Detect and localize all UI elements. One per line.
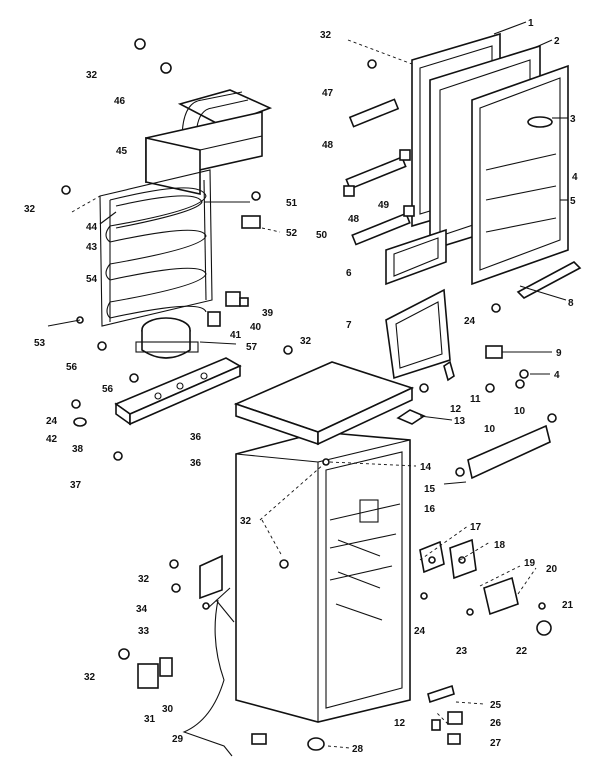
callout-6: 6 bbox=[346, 268, 352, 279]
callout-21: 21 bbox=[562, 600, 574, 611]
callout-24-door: 24 bbox=[464, 316, 476, 327]
callout-46: 46 bbox=[114, 96, 126, 107]
compressor bbox=[135, 317, 199, 359]
callout-24-left: 24 bbox=[46, 416, 58, 427]
callout-57: 57 bbox=[246, 342, 258, 353]
callout-48-second: 48 bbox=[348, 214, 360, 225]
callout-12-foot: 12 bbox=[394, 718, 406, 729]
callout-39: 39 bbox=[262, 308, 274, 319]
callout-labels: 1 2 3 4 5 8 9 4 10 10 11 12 13 14 15 16 … bbox=[24, 18, 578, 755]
power-cord bbox=[182, 599, 267, 757]
callout-41: 41 bbox=[230, 330, 242, 341]
callout-26: 26 bbox=[490, 718, 502, 729]
control-knob bbox=[536, 620, 552, 636]
callout-48: 48 bbox=[322, 140, 334, 151]
callout-34: 34 bbox=[136, 604, 148, 615]
callout-28: 28 bbox=[352, 744, 364, 755]
callout-20: 20 bbox=[546, 564, 558, 575]
callout-15: 15 bbox=[424, 484, 436, 495]
screws-left bbox=[61, 38, 377, 569]
callout-38: 38 bbox=[72, 444, 84, 455]
callout-2: 2 bbox=[554, 36, 560, 47]
screws-right bbox=[420, 303, 546, 616]
door-rail bbox=[516, 261, 582, 299]
callout-32-top-left: 32 bbox=[86, 70, 98, 81]
fresh-food-door bbox=[471, 64, 569, 286]
panel-6 bbox=[385, 228, 447, 286]
callout-32-cabinet: 32 bbox=[240, 516, 252, 527]
control-box bbox=[483, 576, 519, 616]
callout-16: 16 bbox=[424, 504, 436, 515]
callout-44: 44 bbox=[86, 222, 98, 233]
callout-10: 10 bbox=[514, 406, 526, 417]
callout-33: 33 bbox=[138, 626, 150, 637]
callout-45: 45 bbox=[116, 146, 128, 157]
callout-40: 40 bbox=[250, 322, 262, 333]
callout-19: 19 bbox=[524, 558, 536, 569]
callout-36-second: 36 bbox=[190, 458, 202, 469]
callout-47: 47 bbox=[322, 88, 334, 99]
callout-24: 24 bbox=[414, 626, 426, 637]
callout-49: 49 bbox=[378, 200, 390, 211]
callout-12: 12 bbox=[450, 404, 462, 415]
leveling-feet bbox=[307, 684, 463, 751]
top-cover bbox=[233, 361, 415, 446]
callout-53: 53 bbox=[34, 338, 46, 349]
callout-9: 9 bbox=[556, 348, 562, 359]
callout-32-doors: 32 bbox=[320, 30, 332, 41]
callout-50: 50 bbox=[316, 230, 328, 241]
callout-32: 32 bbox=[84, 672, 96, 683]
callout-1: 1 bbox=[528, 18, 534, 29]
panel-7 bbox=[385, 288, 451, 380]
callout-11: 11 bbox=[470, 394, 481, 405]
callout-18: 18 bbox=[494, 540, 506, 551]
callout-3: 3 bbox=[570, 114, 576, 125]
callout-32-top-cover: 32 bbox=[300, 336, 312, 347]
callout-17: 17 bbox=[470, 522, 482, 533]
callout-8: 8 bbox=[568, 298, 574, 309]
trim-strip bbox=[455, 413, 557, 480]
base-plate bbox=[114, 357, 242, 426]
callout-54: 54 bbox=[86, 274, 98, 285]
callout-29: 29 bbox=[172, 734, 184, 745]
callout-4-lower: 4 bbox=[554, 370, 560, 381]
leader-lines bbox=[47, 21, 568, 749]
hinge-parts bbox=[419, 345, 529, 393]
callout-5: 5 bbox=[570, 196, 576, 207]
evaporator-assembly bbox=[145, 89, 273, 195]
control-bracket bbox=[419, 538, 477, 580]
harness-bracket bbox=[169, 554, 223, 610]
callout-52: 52 bbox=[286, 228, 298, 239]
callout-13: 13 bbox=[454, 416, 466, 427]
callout-32-coil: 32 bbox=[24, 204, 36, 215]
drain-fitting bbox=[241, 215, 261, 229]
bracket-13 bbox=[396, 409, 426, 425]
screw-51 bbox=[251, 191, 261, 201]
callout-42: 42 bbox=[46, 434, 58, 445]
callout-56: 56 bbox=[102, 384, 114, 395]
callout-27: 27 bbox=[490, 738, 502, 749]
callout-32-harness: 32 bbox=[138, 574, 150, 585]
callout-31: 31 bbox=[144, 714, 156, 725]
callout-25: 25 bbox=[490, 700, 502, 711]
relay-overload bbox=[207, 291, 249, 327]
small-parts-30-31 bbox=[118, 648, 173, 689]
callout-10-second: 10 bbox=[484, 424, 496, 435]
callout-30: 30 bbox=[162, 704, 174, 715]
callout-14: 14 bbox=[420, 462, 432, 473]
callout-4: 4 bbox=[572, 172, 578, 183]
callout-36: 36 bbox=[190, 432, 202, 443]
callout-43: 43 bbox=[86, 242, 98, 253]
callout-56-upper: 56 bbox=[66, 362, 78, 373]
callout-22: 22 bbox=[516, 646, 528, 657]
callout-23: 23 bbox=[456, 646, 468, 657]
callout-51: 51 bbox=[286, 198, 298, 209]
cabinet-body bbox=[235, 431, 411, 723]
door-shelf-bars bbox=[343, 98, 415, 246]
condenser-coil bbox=[99, 169, 213, 327]
callout-7: 7 bbox=[346, 320, 352, 331]
callout-37: 37 bbox=[70, 480, 82, 491]
